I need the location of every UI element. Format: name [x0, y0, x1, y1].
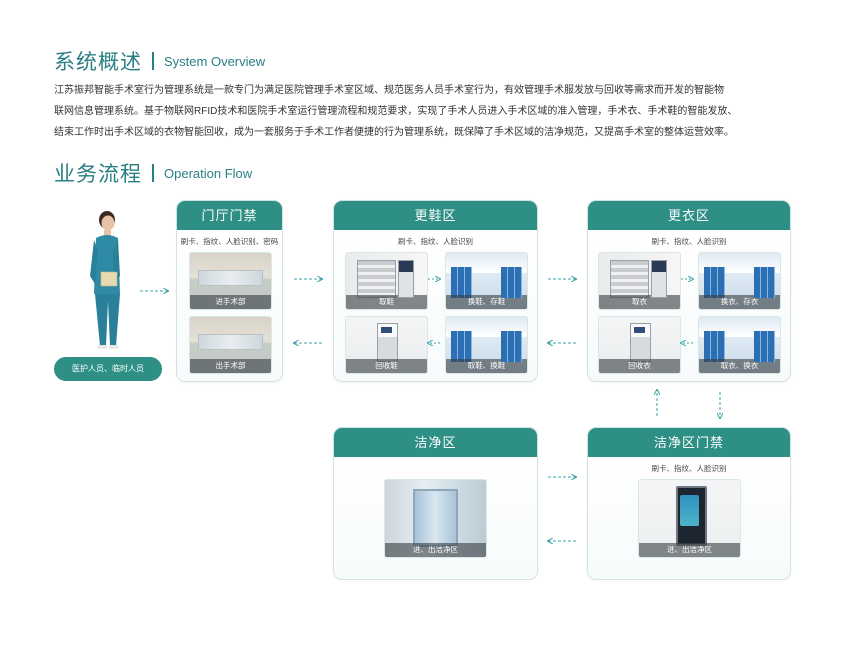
tile-caption: 回收鞋 — [346, 359, 427, 373]
tile-caption: 取鞋、换鞋 — [446, 359, 527, 373]
tile-take-change-shoes: 取鞋、换鞋 — [445, 316, 528, 374]
card-title: 门厅门禁 — [177, 201, 282, 230]
overview-title-en: System Overview — [164, 53, 266, 69]
auth-methods: 刷卡、指纹、人脸识别、密码 — [180, 237, 279, 246]
overview-text: 江苏振邦智能手术室行为管理系统是一款专门为满足医院管理手术室区域、规范医务人员手… — [54, 80, 814, 143]
auth-methods: 刷卡、指纹、人脸识别 — [651, 464, 727, 473]
tile-return-clothes: 回收衣 — [598, 316, 681, 374]
card-shoe-area: 更鞋区 刷卡、指纹、人脸识别 取鞋 换鞋、存鞋 回收鞋 取鞋、换鞋 — [333, 200, 538, 382]
auth-methods: 刷卡、指纹、人脸识别 — [651, 237, 727, 246]
card-title: 更衣区 — [588, 201, 790, 230]
tile-caption: 进手术部 — [190, 295, 271, 309]
card-body: 刷卡、指纹、人脸识别 取鞋 换鞋、存鞋 回收鞋 取鞋、换鞋 — [334, 230, 537, 381]
staff-label: 医护人员、临时人员 — [54, 357, 162, 381]
tile-caption: 取鞋 — [346, 295, 427, 309]
tile-return-shoes: 回收鞋 — [345, 316, 428, 374]
flow-title: 业务流程 Operation Flow — [54, 158, 252, 188]
title-divider — [152, 164, 154, 182]
card-clean-area-access: 洁净区门禁 刷卡、指纹、人脸识别 进、出洁净区 — [587, 427, 791, 580]
flow-title-zh: 业务流程 — [54, 163, 142, 186]
overview-title-zh: 系统概述 — [54, 51, 142, 74]
tile-exit-surgery: 出手术部 — [189, 316, 272, 374]
tile-change-store-shoes: 换鞋、存鞋 — [445, 252, 528, 310]
overview-line: 联网信息管理系统。基于物联网RFID技术和医院手术室运行管理流程和规范要求，实现… — [54, 106, 738, 117]
overview-title: 系统概述 System Overview — [54, 46, 265, 76]
tile-change-store-clothes: 换衣、存衣 — [698, 252, 781, 310]
title-divider — [152, 52, 154, 70]
card-body: 刷卡、指纹、人脸识别、密码 进手术部 出手术部 — [177, 230, 282, 381]
tile-caption: 进、出洁净区 — [385, 543, 486, 557]
card-changing-area: 更衣区 刷卡、指纹、人脸识别 取衣 换衣、存衣 回收衣 取衣、换衣 — [587, 200, 791, 382]
card-clean-area: 洁净区 进、出洁净区 — [333, 427, 538, 580]
tile-caption: 取衣、换衣 — [699, 359, 780, 373]
card-body: 进、出洁净区 — [334, 457, 537, 579]
card-lobby-access: 门厅门禁 刷卡、指纹、人脸识别、密码 进手术部 出手术部 — [176, 200, 283, 382]
card-title: 洁净区 — [334, 428, 537, 457]
card-body: 刷卡、指纹、人脸识别 取衣 换衣、存衣 回收衣 取衣、换衣 — [588, 230, 790, 381]
tile-take-shoes: 取鞋 — [345, 252, 428, 310]
card-title: 更鞋区 — [334, 201, 537, 230]
tile-enter-surgery: 进手术部 — [189, 252, 272, 310]
tile-caption: 换鞋、存鞋 — [446, 295, 527, 309]
tile-take-clothes: 取衣 — [598, 252, 681, 310]
flow-title-en: Operation Flow — [164, 165, 253, 181]
tile-clean-corridor: 进、出洁净区 — [384, 479, 487, 558]
overview-line: 江苏振邦智能手术室行为管理系统是一款专门为满足医院管理手术室区域、规范医务人员手… — [54, 85, 724, 96]
tile-caption: 出手术部 — [190, 359, 271, 373]
tile-caption: 回收衣 — [599, 359, 680, 373]
medical-staff-figure — [90, 211, 120, 349]
tile-caption: 进、出洁净区 — [639, 543, 740, 557]
tile-clean-gate: 进、出洁净区 — [638, 479, 741, 558]
overview-line: 结束工作时出手术区域的衣物智能回收，成为一套服务于手术工作者便捷的行为管理系统，… — [54, 127, 734, 138]
tile-take-change-clothes: 取衣、换衣 — [698, 316, 781, 374]
auth-methods: 刷卡、指纹、人脸识别 — [398, 237, 473, 246]
tile-caption: 换衣、存衣 — [699, 295, 780, 309]
card-title: 洁净区门禁 — [588, 428, 790, 457]
card-body: 刷卡、指纹、人脸识别 进、出洁净区 — [588, 457, 790, 579]
tile-caption: 取衣 — [599, 295, 680, 309]
